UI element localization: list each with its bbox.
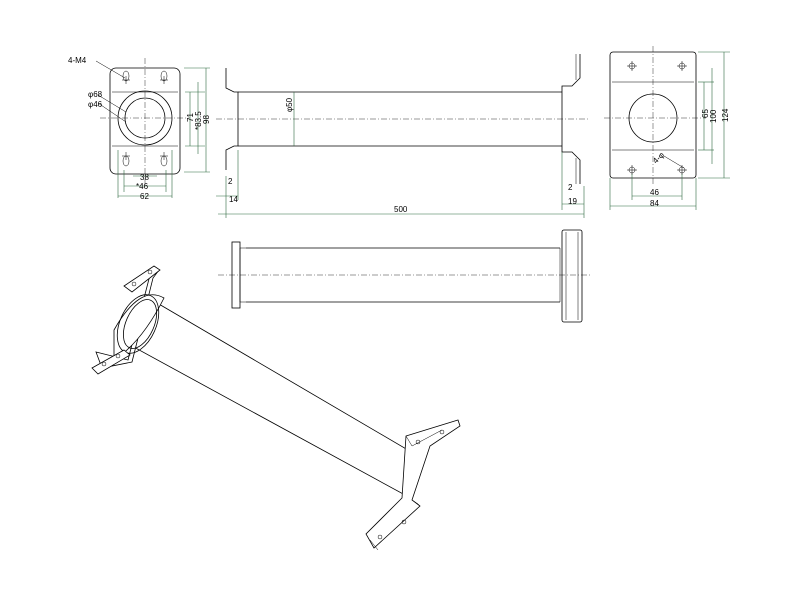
label-14: 14 <box>229 195 238 204</box>
label-71: 71 <box>186 113 195 122</box>
top-view <box>218 229 590 323</box>
label-62: 62 <box>140 192 149 201</box>
front-view: φ50 2 14 500 2 19 <box>216 54 588 218</box>
top-view-right-flange <box>561 229 583 323</box>
iso-tube-body <box>129 299 426 496</box>
label-38: 38 <box>140 173 149 182</box>
iso-right-bracket <box>365 419 461 549</box>
label-2-left: 2 <box>228 177 233 186</box>
label-phi68: φ68 <box>88 90 103 99</box>
label-46-star: *46 <box>136 182 149 191</box>
isometric-view <box>91 265 461 551</box>
label-4-m4: 4-M4 <box>68 56 87 65</box>
label-84: 84 <box>650 199 659 208</box>
label-98: 98 <box>202 115 211 124</box>
label-100: 100 <box>709 109 718 123</box>
label-500: 500 <box>394 205 408 214</box>
iso-left-ring-inner <box>123 299 157 349</box>
label-83-5: *83.5 <box>194 111 203 130</box>
label-46-right: 46 <box>650 188 659 197</box>
mounting-holes-left <box>122 70 168 167</box>
label-19: 19 <box>568 197 577 206</box>
label-124: 124 <box>721 108 730 122</box>
label-4-phi: 4-φ <box>651 150 666 165</box>
label-phi46: φ46 <box>88 100 103 109</box>
label-65: 65 <box>701 109 710 118</box>
label-2-right: 2 <box>568 183 573 192</box>
label-phi50: φ50 <box>285 97 294 112</box>
left-end-view: 4-M4 φ68 φ46 38 *46 62 71 *83.5 98 <box>68 56 211 201</box>
right-end-view: 65 100 124 4-φ 46 84 <box>604 46 730 210</box>
